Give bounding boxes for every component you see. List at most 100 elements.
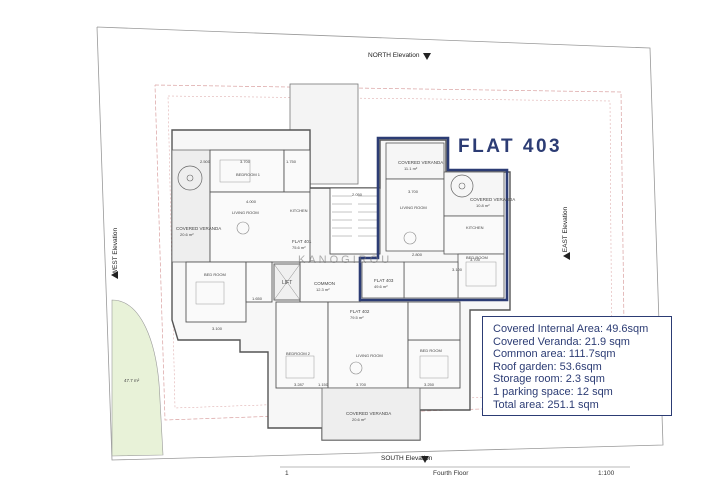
bed-401b <box>195 281 225 305</box>
dimension: 3.100 <box>212 326 223 331</box>
south-veranda <box>321 387 421 441</box>
dimension: 2.800 <box>412 252 423 257</box>
footer-drawing-number: 1 <box>285 470 289 477</box>
garden-area <box>111 299 164 457</box>
room-label: COMMON <box>314 281 335 286</box>
spiral-stair-east-core <box>458 182 466 190</box>
south-arrow-icon <box>421 456 429 463</box>
dimension: 1.650 <box>252 296 263 301</box>
table-403 <box>403 231 417 245</box>
dimension: 3.100 <box>452 267 463 272</box>
spiral-stair-east <box>450 174 474 198</box>
dimension: 3.700 <box>356 382 367 387</box>
room-area: 20.6 m² <box>180 232 194 237</box>
dimension: 3.287 <box>294 382 305 387</box>
bed-403 <box>465 261 497 287</box>
room-area: 20.6 m² <box>352 417 366 422</box>
spiral-stair-west-core <box>186 174 194 182</box>
north-arrow-icon <box>423 53 431 60</box>
dimension: 4.000 <box>246 199 257 204</box>
footer-scale: 1:100 <box>598 470 615 477</box>
north-elevation-label: NORTH Elevation <box>368 52 420 59</box>
room-label: COVERED VERANDA <box>470 197 515 202</box>
flat403-veranda-east <box>443 171 505 217</box>
dimension: 1.750 <box>286 159 297 164</box>
room-label: LIVING ROOM <box>356 353 383 358</box>
bath-402 <box>407 301 461 341</box>
bath-401 <box>283 149 311 193</box>
info-line: Storage room: 2.3 sqm <box>493 373 605 386</box>
bed-402b <box>419 355 449 379</box>
flat403-living <box>385 178 445 252</box>
room-label: BEDROOM 2 <box>286 351 311 356</box>
room-label: FLAT 403 <box>374 278 394 283</box>
flat403-highlight-outline <box>358 136 509 302</box>
room-label: BED ROOM <box>466 255 488 260</box>
flat403-bedroom <box>457 253 505 299</box>
setback-line <box>154 84 626 421</box>
dimension: 3.700 <box>470 257 481 262</box>
stair-treads <box>332 195 378 237</box>
east-arrow-icon <box>563 252 570 260</box>
south-elevation-label: SOUTH Elevation <box>381 455 433 462</box>
watermark: KANOGIROU <box>298 254 393 266</box>
room-label: LIVING ROOM <box>232 210 259 215</box>
info-line: Roof garden: 53.6sqm <box>493 360 602 373</box>
west-elevation-label: WEST Elevation <box>112 227 120 276</box>
dimension: 3.250 <box>424 382 435 387</box>
spiral-stair-west <box>177 165 203 191</box>
area-info-box: Covered Internal Area: 49.6sqm Covered V… <box>482 316 672 416</box>
bed-402 <box>285 355 315 379</box>
room-label: KITCHEN <box>290 208 308 213</box>
flat403-bath <box>403 261 459 299</box>
common-area-room <box>299 261 361 303</box>
room-area: 49.6 m² <box>374 284 388 289</box>
room-label: LIVING ROOM <box>400 205 427 210</box>
room-label: FLAT 402 <box>350 309 370 314</box>
table-402 <box>349 361 363 375</box>
table-401 <box>236 221 250 235</box>
room-area: 12.3 m² <box>316 287 330 292</box>
dimension: 3.700 <box>408 189 419 194</box>
room-label: BED ROOM <box>204 272 226 277</box>
footer-floor-name: Fourth Floor <box>433 470 469 477</box>
room-label: FLAT 401 <box>292 239 312 244</box>
lift-cross-b <box>273 263 301 301</box>
room-area: 10.8 m² <box>476 203 490 208</box>
dimension: 2.500 <box>200 159 211 164</box>
stair-core <box>329 187 381 255</box>
room-label: KITCHEN <box>466 225 484 230</box>
bed-401 <box>219 159 251 183</box>
site-boundary <box>96 26 664 461</box>
info-line: Covered Veranda: 21.9 sqm <box>493 335 630 348</box>
dimension: 3.700 <box>240 159 251 164</box>
dimension: 2.050 <box>352 192 363 197</box>
flat403-entry <box>361 261 405 299</box>
garden-area-label: 47.7 m² <box>124 378 140 383</box>
info-line: Common area: 111.7sqm <box>493 348 616 361</box>
room-label: COVERED VERANDA <box>176 226 221 231</box>
room-label: COVERED VERANDA <box>398 160 443 165</box>
room-area: 75.6 m² <box>292 245 306 250</box>
room-area: 79.5 m² <box>350 315 364 320</box>
bedroom2-room <box>275 301 329 389</box>
room-area: 11.1 m² <box>404 166 418 171</box>
living-402 <box>327 301 409 389</box>
living-401 <box>209 191 311 263</box>
west-arrow-icon <box>111 271 118 279</box>
room-label: COVERED VERANDA <box>346 411 391 416</box>
flat403-kitchen <box>443 215 505 255</box>
bedroom-402b-room <box>407 339 461 389</box>
flat-title: FLAT 403 <box>458 136 563 157</box>
info-line: 1 parking space: 12 sqm <box>493 385 613 398</box>
room-label: BEDROOM 1 <box>236 172 261 177</box>
room-label: LIFT <box>282 280 292 286</box>
bedroom1-room <box>209 149 285 193</box>
bedroom-401b-room <box>185 261 247 323</box>
info-line: Total area: 251.1 sqm <box>493 398 599 411</box>
room-label: BED ROOM <box>420 348 442 353</box>
ensuite-401 <box>245 261 273 303</box>
west-veranda <box>171 149 211 263</box>
east-elevation-label: EAST Elevation <box>562 206 570 253</box>
